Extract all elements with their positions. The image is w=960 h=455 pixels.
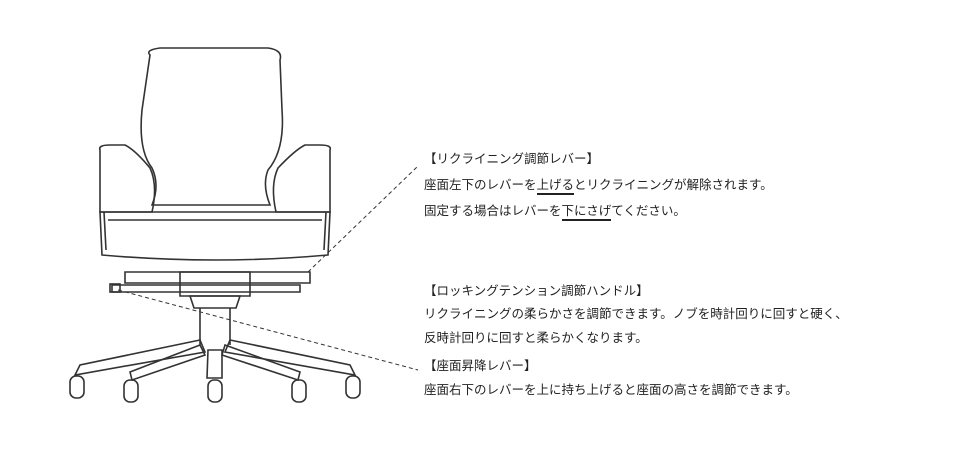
rocking-tension-title: 【ロッキングテンション調節ハンドル】 xyxy=(424,283,649,298)
emphasis-underline: 下にさげ xyxy=(561,203,612,221)
text: とリクライニングが解除されます。 xyxy=(574,177,773,192)
seat-lift-line1: 座面右下のレバーを上に持ち上げると座面の高さを調節できます。 xyxy=(424,382,798,397)
rocking-tension-line1: リクライニングの柔らかさを調節できます。ノブを時計回りに回すと硬く、 xyxy=(424,306,848,321)
leader-lines xyxy=(117,165,419,371)
reclining-lever-line2: 固定する場合はレバーを下にさげてください。 xyxy=(424,203,686,221)
seat-lift-title: 【座面昇降レバー】 xyxy=(424,358,537,373)
text: 座面左下のレバーを xyxy=(424,177,537,192)
text: 固定する場合はレバーを xyxy=(424,203,562,218)
reclining-lever-title: 【リクライニング調節レバー】 xyxy=(424,151,600,166)
base xyxy=(73,339,357,382)
casters xyxy=(69,375,361,403)
backrest xyxy=(140,47,284,206)
mechanism xyxy=(109,271,311,309)
seat xyxy=(99,211,331,261)
gas-column xyxy=(199,308,231,345)
armrests xyxy=(98,144,332,251)
rocking-tension-line2: 反時計回りに回すと柔らかくなります。 xyxy=(424,330,648,345)
text: てください。 xyxy=(611,203,686,218)
emphasis-underline: 上げる xyxy=(536,177,575,195)
reclining-lever-line1: 座面左下のレバーを上げるとリクライニングが解除されます。 xyxy=(424,177,773,195)
